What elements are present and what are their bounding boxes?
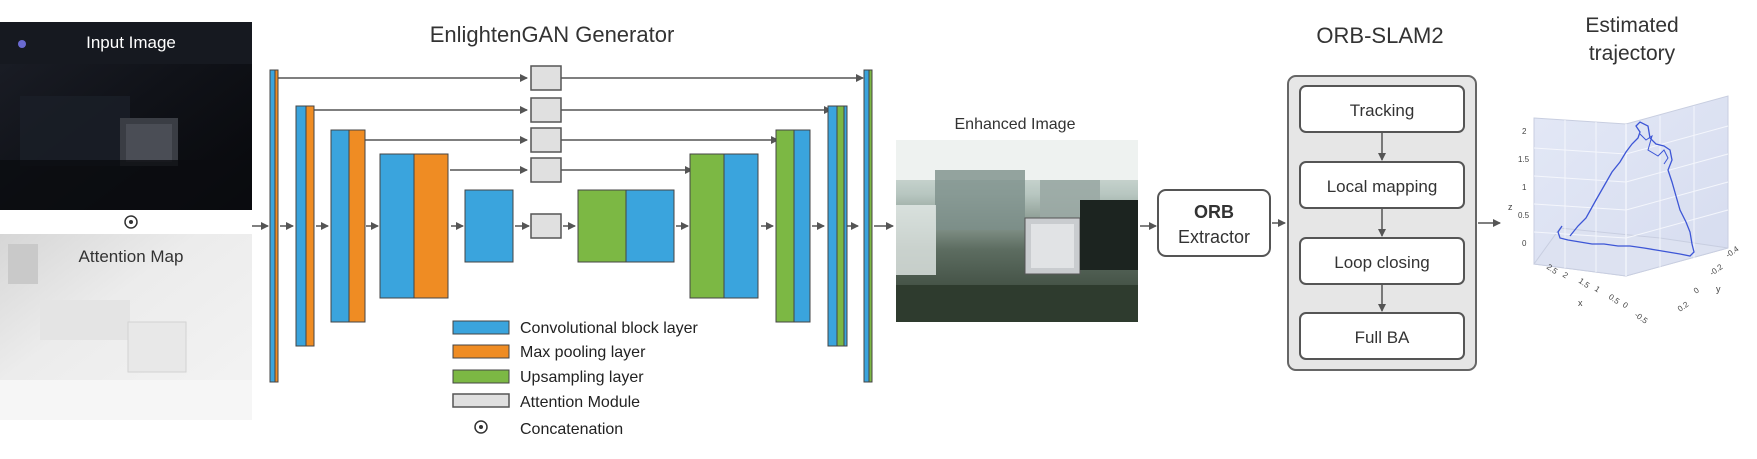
trajectory-title-line1: Estimated: [1585, 14, 1678, 37]
orb-extractor-title: ORB: [1194, 202, 1234, 222]
slam-step-label: Local mapping: [1327, 177, 1438, 196]
y-tick: 0.2: [1676, 300, 1691, 314]
x-tick: 1: [1593, 284, 1602, 294]
z-tick: 0: [1522, 239, 1527, 248]
concatenation-symbol: [124, 215, 138, 229]
slam-step-label: Loop closing: [1334, 253, 1429, 272]
x-axis-label: x: [1578, 298, 1583, 308]
legend-pool-label: Max pooling layer: [520, 344, 646, 361]
orb-extractor-subtitle: Extractor: [1178, 227, 1250, 247]
y-tick: -0.2: [1708, 262, 1725, 278]
x-tick: 1.5: [1577, 276, 1592, 290]
y-tick: 0: [1692, 285, 1701, 295]
legend-item-pool: Max pooling layer: [452, 344, 646, 361]
z-tick: 1.5: [1518, 155, 1530, 164]
legend-item-attention: Attention Module: [452, 393, 640, 411]
trajectory-plot: 2 1.5 1 0.5 0 z -0.5 0 0.5 1 1.5 2 2.5 x…: [1508, 95, 1741, 326]
legend-item-conv: Convolutional block layer: [452, 320, 699, 337]
legend-up-label: Upsampling layer: [520, 369, 644, 386]
legend-attention-label: Attention Module: [520, 394, 640, 411]
x-tick: -0.5: [1633, 310, 1650, 326]
generator-title: EnlightenGAN Generator: [430, 22, 675, 47]
z-ticks: 2 1.5 1 0.5 0: [1518, 127, 1530, 248]
orb-extractor-box: ORB Extractor: [1157, 189, 1271, 257]
slam-step-label: Tracking: [1350, 101, 1415, 120]
legend-item-concat: Concatenation: [474, 420, 623, 438]
attention-map: Attention Map: [0, 234, 252, 420]
generator-network: [252, 65, 894, 383]
y-axis-label: y: [1716, 284, 1721, 294]
trajectory-title-line2: trajectory: [1589, 42, 1676, 65]
plot-grid: [1533, 106, 1729, 272]
z-axis-label: z: [1508, 202, 1513, 212]
legend-concat-label: Concatenation: [520, 421, 623, 438]
x-tick: 0.5: [1607, 292, 1622, 306]
input-image: Input Image: [0, 22, 252, 210]
x-tick: 2: [1561, 270, 1570, 280]
skip-connections: [275, 74, 864, 174]
slam-step-loop-closing: Loop closing: [1299, 237, 1465, 285]
z-tick: 1: [1522, 183, 1527, 192]
slam-step-local-mapping: Local mapping: [1299, 161, 1465, 209]
slam-step-label: Full BA: [1355, 328, 1410, 347]
input-image-label: Input Image: [86, 33, 176, 52]
slam-title: ORB-SLAM2: [1316, 23, 1443, 48]
slam-step-full-ba: Full BA: [1299, 312, 1465, 360]
attention-map-label: Attention Map: [79, 247, 184, 266]
slam-box: Tracking Local mapping Loop closing Full…: [1287, 75, 1477, 371]
x-tick: 0: [1621, 300, 1630, 310]
legend-conv-label: Convolutional block layer: [520, 320, 699, 337]
legend: Convolutional block layer Max pooling la…: [452, 320, 699, 438]
trajectory-path: [1557, 121, 1695, 257]
enhanced-image-label: Enhanced Image: [955, 116, 1076, 133]
z-tick: 2: [1522, 127, 1527, 136]
z-tick: 0.5: [1518, 211, 1530, 220]
slam-step-tracking: Tracking: [1299, 85, 1465, 133]
layer-blocks: [269, 69, 873, 383]
legend-item-up: Upsampling layer: [452, 369, 644, 386]
enhanced-image: [896, 140, 1138, 322]
attention-modules: [530, 65, 562, 239]
